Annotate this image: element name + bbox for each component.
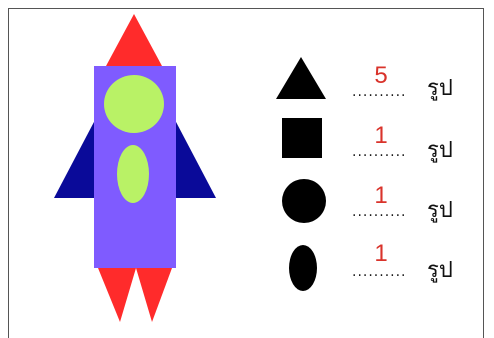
rocket-left-exhaust-triangle	[98, 268, 136, 322]
rocket-right-exhaust-triangle	[136, 268, 172, 322]
square-icon	[282, 118, 322, 158]
rocket-right-fin-triangle	[175, 120, 216, 198]
answer-count: 1	[366, 182, 396, 210]
answer-count: 5	[366, 62, 396, 90]
triangle-icon	[275, 56, 327, 100]
answer-count: 1	[366, 122, 396, 150]
unit-label: รูป	[427, 132, 453, 167]
rocket-left-fin-triangle	[54, 120, 95, 198]
answer-count: 1	[366, 240, 396, 268]
rocket-window-circle	[104, 75, 164, 133]
unit-label: รูป	[427, 192, 453, 227]
oval-icon	[288, 244, 318, 292]
circle-icon	[281, 178, 327, 224]
unit-label: รูป	[427, 252, 453, 287]
rocket-nose-triangle	[106, 14, 162, 66]
rocket-window-oval	[117, 145, 149, 203]
unit-label: รูป	[427, 70, 453, 105]
